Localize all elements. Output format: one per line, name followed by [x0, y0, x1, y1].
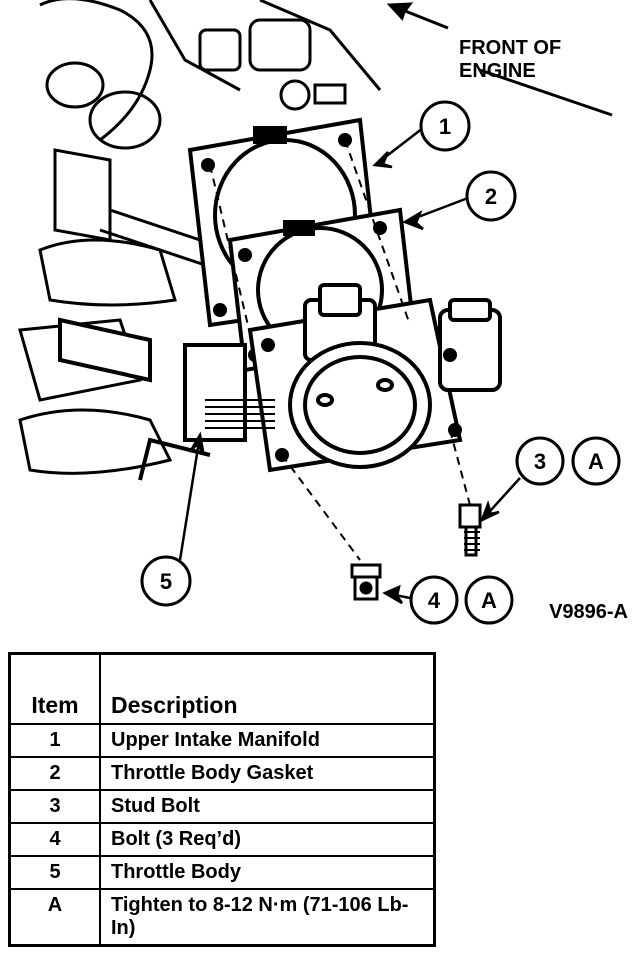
- front-of-engine-label-line1: FRONT OF: [459, 37, 561, 59]
- legend-header-row: Item Description: [8, 652, 436, 725]
- callout-5: 5: [140, 555, 192, 607]
- callout-4-a-label: A: [481, 588, 497, 613]
- legend-item: 1: [8, 723, 101, 758]
- parts-legend-table: Item Description 1 Upper Intake Manifold…: [8, 652, 436, 947]
- legend-description: Throttle Body Gasket: [99, 756, 436, 791]
- callout-4-label: 4: [428, 588, 441, 613]
- legend-row: 4 Bolt (3 Req’d): [8, 822, 436, 857]
- legend-description: Tighten to 8-12 N·m (71-106 Lb-In): [99, 888, 436, 947]
- bolt: [350, 563, 382, 601]
- legend-row: 3 Stud Bolt: [8, 789, 436, 824]
- legend-row: A Tighten to 8-12 N·m (71-106 Lb-In): [8, 888, 436, 947]
- callout-4: 4: [409, 575, 459, 625]
- upper-fittings: [198, 18, 347, 111]
- legend-row: 2 Throttle Body Gasket: [8, 756, 436, 791]
- callout-5-label: 5: [160, 569, 172, 594]
- legend-item: 4: [8, 822, 101, 857]
- callout-3-label: 3: [534, 449, 546, 474]
- legend-item: 5: [8, 855, 101, 890]
- throttle-body-exploded-diagram: FRONT OF ENGINE 1 2 3 A 4 A 5 V9896-A: [18, 0, 628, 625]
- legend-description: Bolt (3 Req’d): [99, 822, 436, 857]
- callout-4-a: A: [464, 575, 514, 625]
- front-of-engine-arrow: [386, 2, 613, 117]
- front-of-engine-label-line2: ENGINE: [459, 60, 536, 82]
- callout-1-label: 1: [439, 114, 451, 139]
- item-column-header: Item: [8, 652, 101, 725]
- stud-bolt: [458, 503, 482, 557]
- legend-description: Upper Intake Manifold: [99, 723, 436, 758]
- callout-3-a-label: A: [588, 449, 604, 474]
- legend-description: Stud Bolt: [99, 789, 436, 824]
- legend-item: A: [8, 888, 101, 947]
- legend-row: 5 Throttle Body: [8, 855, 436, 890]
- engine-background: [18, 0, 382, 475]
- description-column-header: Description: [99, 652, 436, 725]
- legend-item: 2: [8, 756, 101, 791]
- callout-2-label: 2: [485, 184, 497, 209]
- figure-code: V9896-A: [549, 601, 628, 623]
- callout-3: 3: [515, 436, 565, 486]
- leader-lines: [178, 127, 521, 605]
- legend-row: 1 Upper Intake Manifold: [8, 723, 436, 758]
- callout-2: 2: [465, 170, 517, 222]
- callout-3-a: A: [571, 436, 621, 486]
- callout-1: 1: [419, 100, 471, 152]
- legend-item: 3: [8, 789, 101, 824]
- alignment-lines: [209, 139, 471, 561]
- legend-description: Throttle Body: [99, 855, 436, 890]
- throttle-body: [58, 283, 502, 481]
